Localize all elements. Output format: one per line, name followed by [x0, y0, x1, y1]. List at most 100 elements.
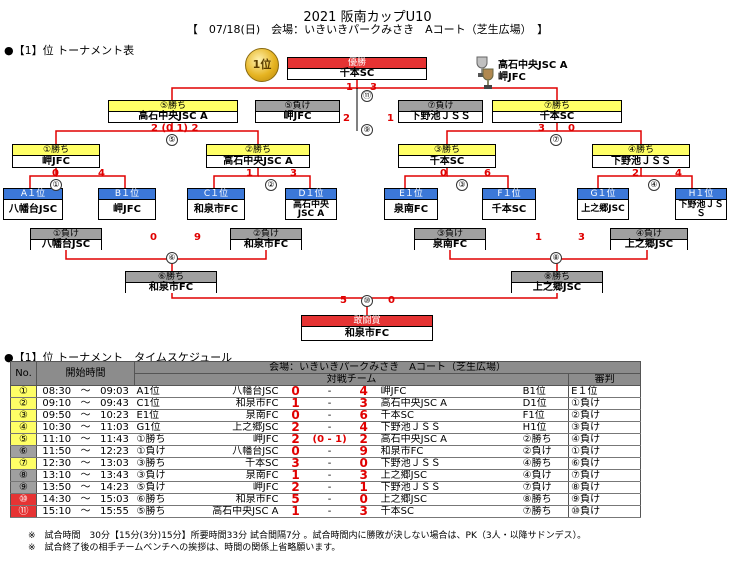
left-team: 和泉市FC	[168, 493, 281, 506]
line-sfl-b	[172, 130, 259, 144]
header-teams: 対戦チーム	[133, 373, 570, 386]
sf-right-winner-label: ⑦勝ち	[493, 101, 621, 112]
right-score: 3	[348, 469, 379, 482]
seed-e1-name: 泉南FC	[385, 200, 437, 219]
referee: E１位	[568, 385, 642, 398]
r2-winner-3: ③勝ち 千本SC	[398, 144, 496, 168]
header-start-time: 開始時間	[36, 361, 135, 386]
end-time: 15:03	[94, 493, 135, 506]
r2-winner-4-label: ④勝ち	[593, 145, 689, 156]
sf-right-winner-name: 千本SC	[493, 112, 621, 122]
right-score: 4	[348, 421, 379, 434]
r2-winner-2-label: ②勝ち	[207, 145, 309, 156]
seed-d1: D１位 高石中央JSC A	[285, 188, 337, 220]
left-slot: ⑥勝ち	[134, 493, 169, 506]
start-time: 09:10	[36, 397, 77, 410]
referee: ⑨負け	[568, 493, 642, 506]
seed-d1-name: 高石中央JSC A	[286, 200, 336, 219]
seed-d1-label: D１位	[286, 189, 336, 200]
tilde: ～	[76, 505, 95, 518]
line-final-left	[171, 80, 358, 100]
left-team: 八幡台JSC	[168, 385, 281, 398]
end-time: 13:43	[94, 469, 135, 482]
schedule-no: ⑦	[10, 457, 37, 470]
start-time: 11:10	[36, 433, 77, 446]
score-separator: -	[310, 469, 349, 482]
score-sfl-right: 1	[387, 113, 394, 124]
right-team: 和泉市FC	[378, 445, 521, 458]
start-time: 13:50	[36, 481, 77, 494]
match-number-9: ⑨	[361, 124, 373, 136]
left-slot: E1位	[134, 409, 169, 422]
right-slot: ④勝ち	[520, 457, 569, 470]
left-slot: ①勝ち	[134, 433, 169, 446]
fighting-spirit-label: 敢闘賞	[302, 316, 432, 327]
seed-g1-name: 上之郷JSC	[578, 200, 628, 219]
cons-3: ③負け 泉南FC	[414, 228, 486, 250]
right-slot: ④負け	[520, 469, 569, 482]
score-separator: -	[310, 409, 349, 422]
left-slot: ③勝ち	[134, 457, 169, 470]
r2-winner-4-name: 下野池ＪＳＳ	[593, 156, 689, 167]
seed-h1: H１位 下野池ＪＳＳ	[675, 188, 727, 220]
seed-b1: B１位 岬JFC	[98, 188, 156, 220]
score-m4-right: 4	[675, 168, 682, 179]
gold-medal-icon: 1位	[245, 48, 279, 82]
bracket-section-title: ●【1】位 トーナメント表	[4, 44, 135, 57]
left-score: 2	[280, 433, 311, 446]
start-time: 08:30	[36, 385, 77, 398]
left-score: 2	[280, 481, 311, 494]
cons-winner-left-name: 和泉市FC	[126, 283, 216, 293]
score-m1-left: 0	[52, 168, 59, 179]
seed-f1-label: F１位	[483, 189, 535, 200]
end-time: 09:43	[94, 397, 135, 410]
left-score: 0	[280, 385, 311, 398]
cons-winner-right-label: ⑧勝ち	[512, 272, 602, 283]
schedule-no: ③	[10, 409, 37, 422]
schedule-table: No. 開始時間 会場：いきいきパークみさき Aコート（芝生広場） 対戦チーム …	[10, 361, 642, 518]
score-separator: -	[310, 397, 349, 410]
left-team: 岬JFC	[168, 481, 281, 494]
score-m10-right: 0	[388, 295, 395, 306]
score-m8-right: 3	[578, 232, 585, 243]
tilde: ～	[76, 385, 95, 398]
tilde: ～	[76, 493, 95, 506]
right-slot: ②負け	[520, 445, 569, 458]
left-team: 高石中央JSC A	[168, 505, 281, 518]
left-slot: G1位	[134, 421, 169, 434]
left-score: 1	[280, 469, 311, 482]
bracket-lines	[29, 80, 693, 315]
venue-subtitle: 【 07/18(日) 会場：いきいきパークみさき Aコート（芝生広場） 】	[186, 23, 549, 36]
score-separator: -	[310, 421, 349, 434]
score-separator: -	[310, 493, 349, 506]
end-time: 14:23	[94, 481, 135, 494]
cons-2-label: ②負け	[231, 229, 301, 240]
fighting-spirit-box: 敢闘賞 和泉市FC	[301, 315, 433, 341]
silver-trophy-icon	[476, 56, 488, 77]
seed-b1-label: B１位	[99, 189, 155, 200]
header-referee: 審判	[568, 373, 642, 386]
schedule-no: ⑤	[10, 433, 37, 446]
start-time: 15:10	[36, 505, 77, 518]
referee: ⑦負け	[568, 469, 642, 482]
line-final-right	[357, 87, 558, 100]
right-team: 上之郷JSC	[378, 493, 521, 506]
line-sfr-a	[446, 121, 558, 144]
seed-c1-name: 和泉市FC	[188, 200, 244, 219]
seed-f1: F１位 千本SC	[482, 188, 536, 220]
right-score: 3	[348, 397, 379, 410]
seed-h1-name: 下野池ＪＳＳ	[676, 200, 726, 219]
right-score: 2	[348, 433, 379, 446]
end-time: 12:23	[94, 445, 135, 458]
end-time: 10:23	[94, 409, 135, 422]
referee: ③負け	[568, 421, 642, 434]
right-score: 0	[348, 493, 379, 506]
match-number-8: ⑧	[550, 252, 562, 264]
